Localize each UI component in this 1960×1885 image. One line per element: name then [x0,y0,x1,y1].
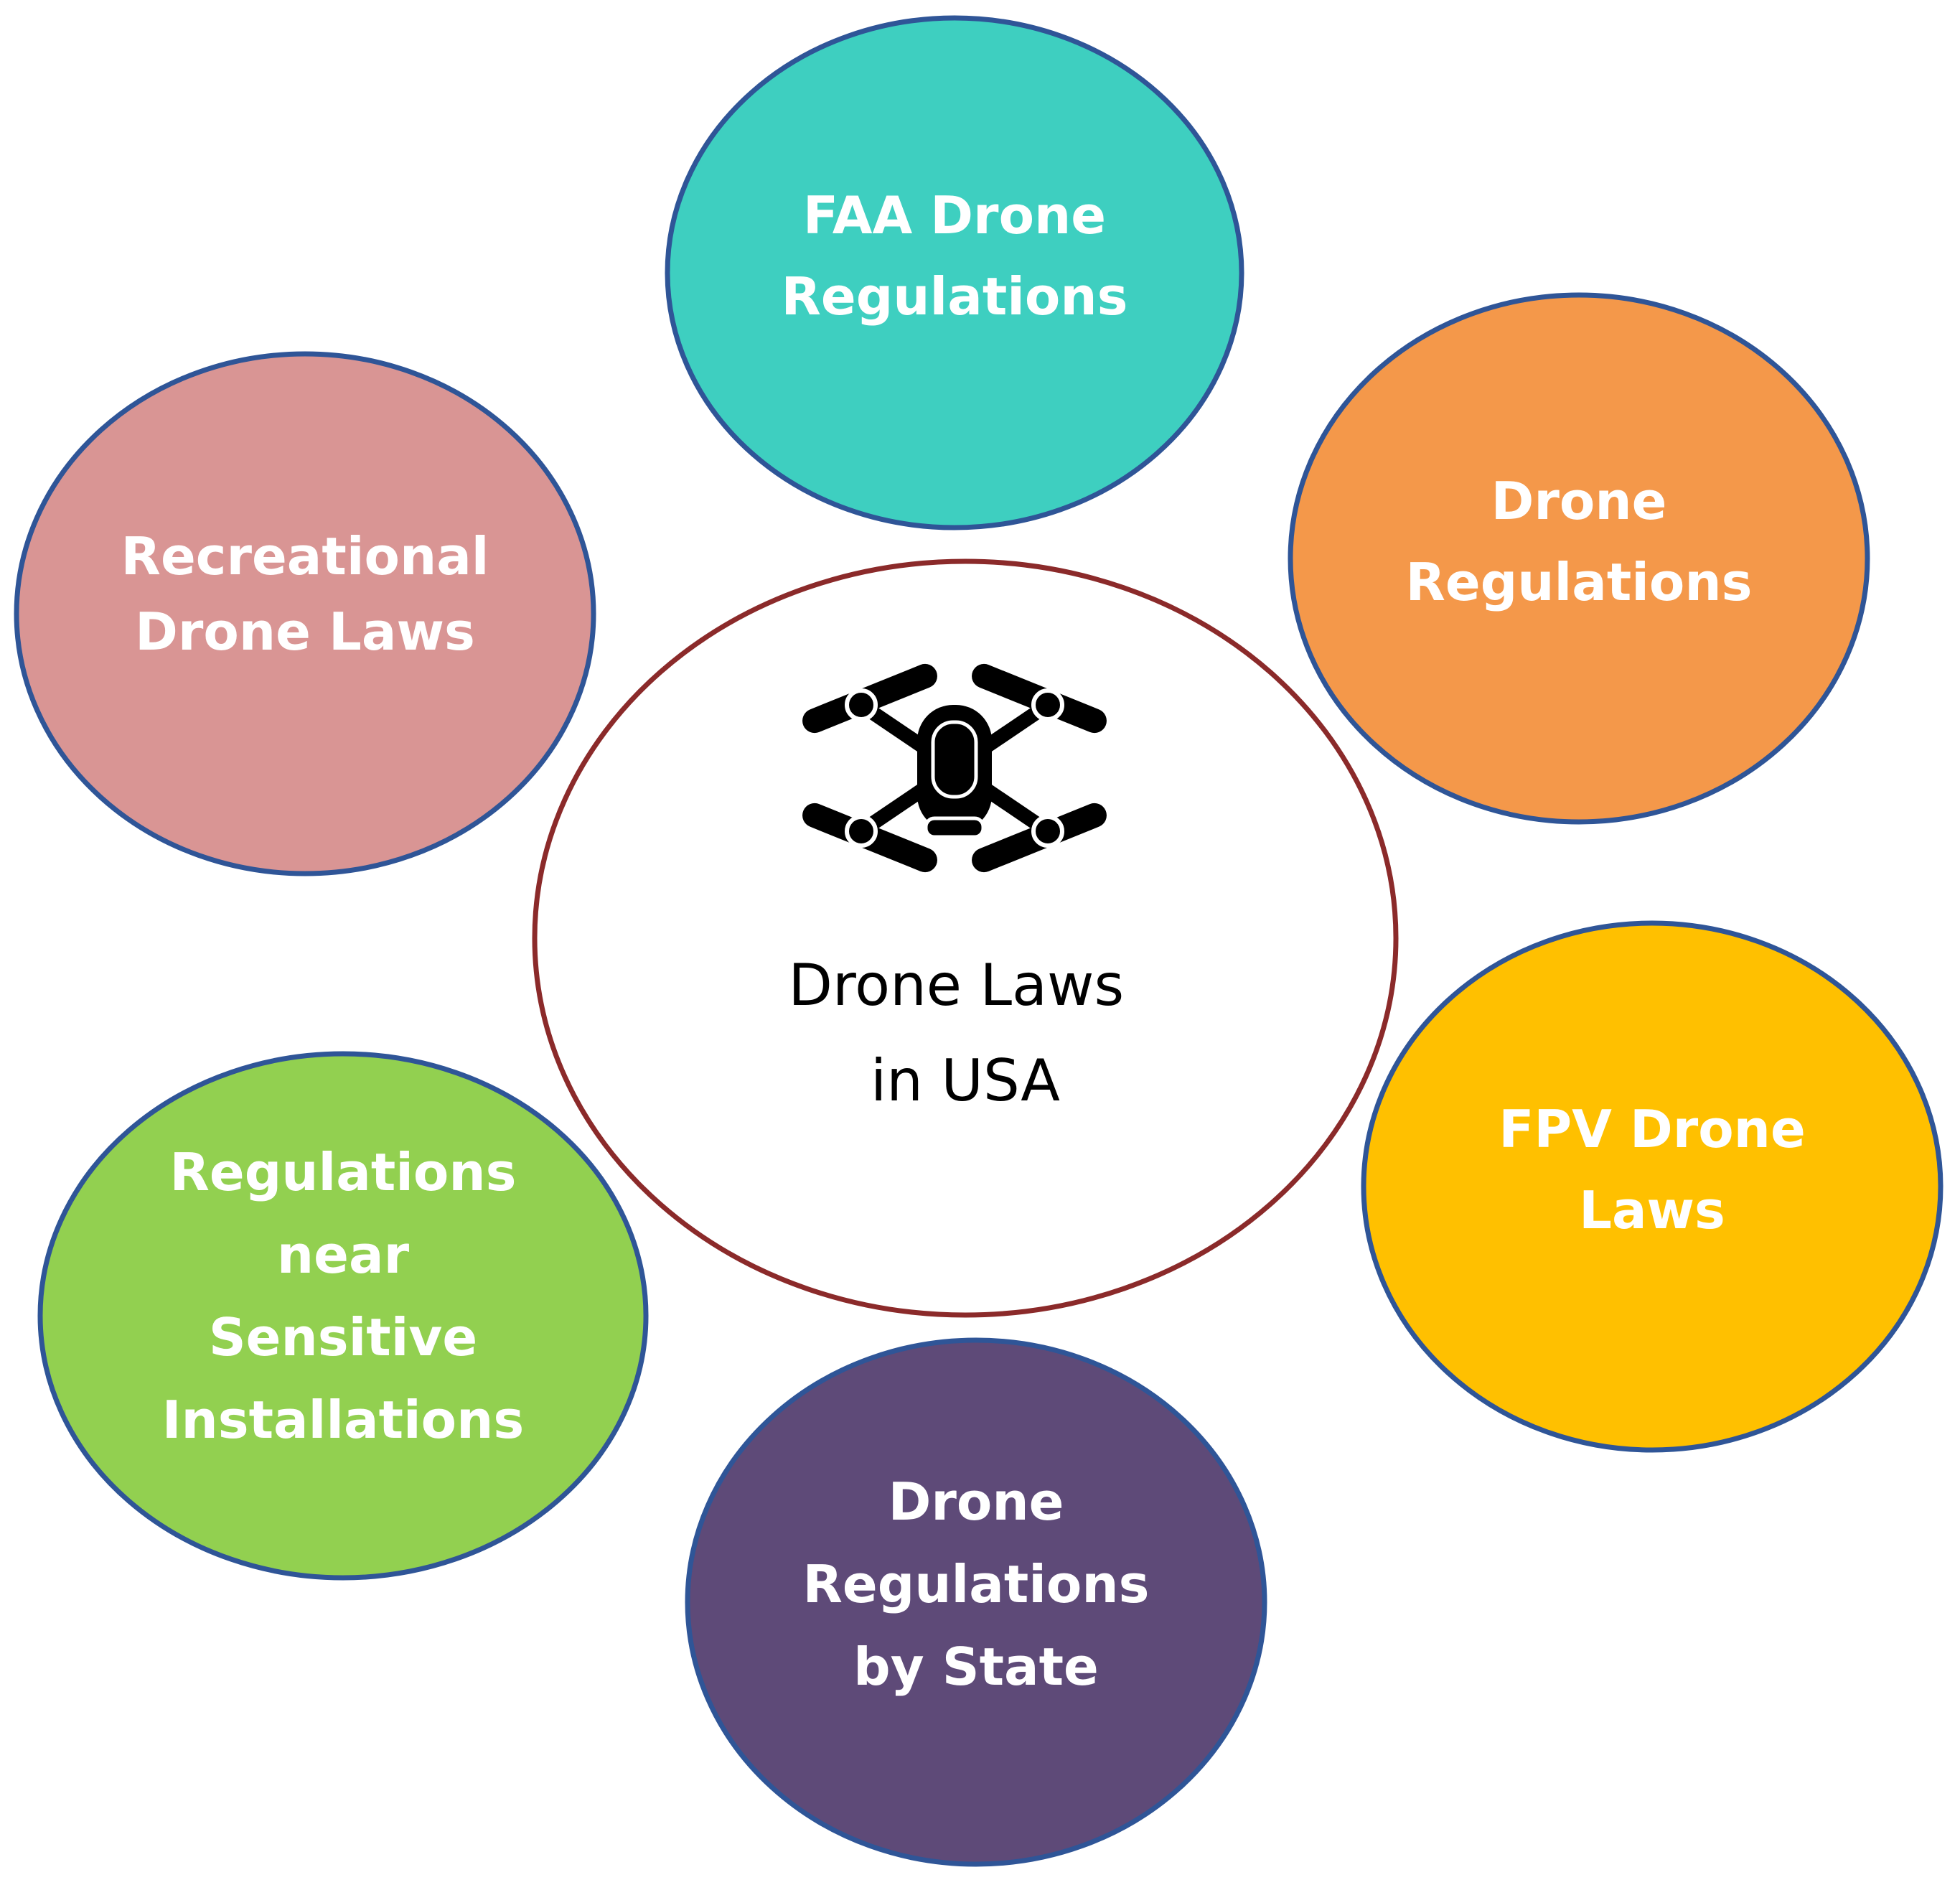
center-ellipse [532,558,1399,1318]
topic-ellipse [37,1051,649,1581]
center-title: Drone Laws in USA [788,952,1142,1114]
topic-label-line: Regulations [169,1142,516,1202]
topic-ellipse [1361,920,1943,1453]
topic-label-line: Drone [888,1472,1064,1532]
topic-label-line: near [277,1225,410,1285]
drone-icon [802,663,1107,873]
topic-ellipse [14,351,596,876]
center-title-line: Drone Laws [788,952,1124,1019]
center-title-line: in USA [871,1047,1060,1114]
topic-ellipse [685,1337,1267,1867]
topic-label-line: Regulations [781,266,1127,327]
topic-label-line: Regulations [1405,552,1752,612]
center-node: Drone Laws in USA [532,558,1399,1318]
topic-label-line: Regulations [802,1554,1149,1614]
topic-label-line: Installations [162,1390,525,1450]
topic-ellipse [665,15,1244,530]
topic-ellipse [1288,292,1870,825]
topic-label-line: Sensitive [209,1307,477,1367]
topic-label-line: Drone Laws [135,602,475,662]
topic-label-line: Drone [1491,471,1667,531]
topic-label-line: Recreational [121,526,489,586]
topic-label-line: FAA Drone [803,185,1106,245]
topic-label-line: FPV Drone [1499,1099,1806,1159]
topic-label-line: by State [853,1637,1099,1697]
topic-label-line: Laws [1579,1180,1725,1240]
